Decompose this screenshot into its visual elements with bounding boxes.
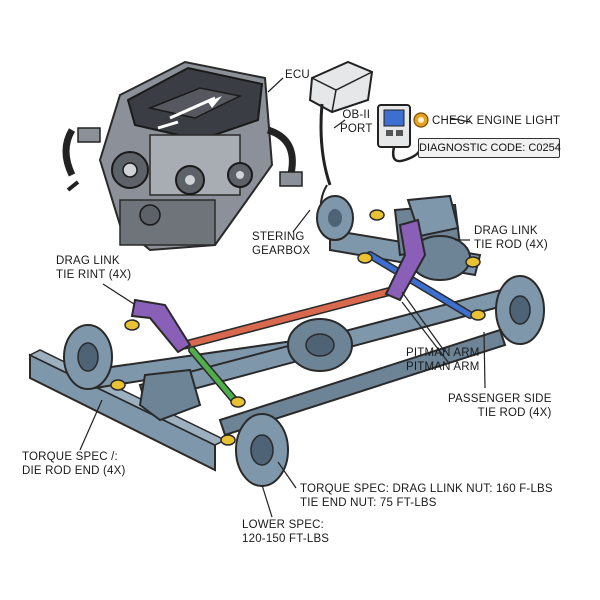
- drag-link: [130, 218, 427, 354]
- ecu-module: [308, 60, 374, 219]
- engine-assembly: [62, 60, 303, 252]
- torque-spec-drag-label: TORQUE SPEC: DRAG LLINK NUT: 160 F-LBS T…: [300, 483, 553, 509]
- lower-spec-label: LOWER SPEC: 120-150 FT-LBS: [242, 519, 330, 545]
- pitman-arm-label: PITMAN ARM PITMAN ARM: [406, 347, 480, 373]
- tie-rods: [180, 251, 474, 406]
- drag-link-tie-rint-label: DRAG LINK TIE RINT (4x): [56, 255, 132, 281]
- leader-lines: [79, 77, 486, 518]
- torque-spec-left-label: TORQUE SPEC /: DIE ROD END (4x): [22, 451, 126, 477]
- wheel-hubs: [63, 195, 545, 487]
- check-engine-label: CHECK ENGINE LIGHT: [432, 115, 561, 127]
- drag-link-tie-rod-label: DRAG LINK TIE ROD (4x): [474, 225, 548, 251]
- check-engine-icon: [413, 112, 429, 128]
- obd-port-label: OB-II PORT: [340, 109, 373, 135]
- steering-gearbox-label: STERING GEARBOX: [252, 231, 311, 257]
- passenger-side-label: PASSENGER SIDE TIE ROD (4x): [448, 393, 552, 419]
- obd-scanner: [377, 104, 422, 163]
- ball-joints: [110, 209, 486, 446]
- ecu-label: ECU: [285, 69, 310, 81]
- diagnostic-code-box: DIAGNOSTIC CODE: C0254: [418, 138, 561, 158]
